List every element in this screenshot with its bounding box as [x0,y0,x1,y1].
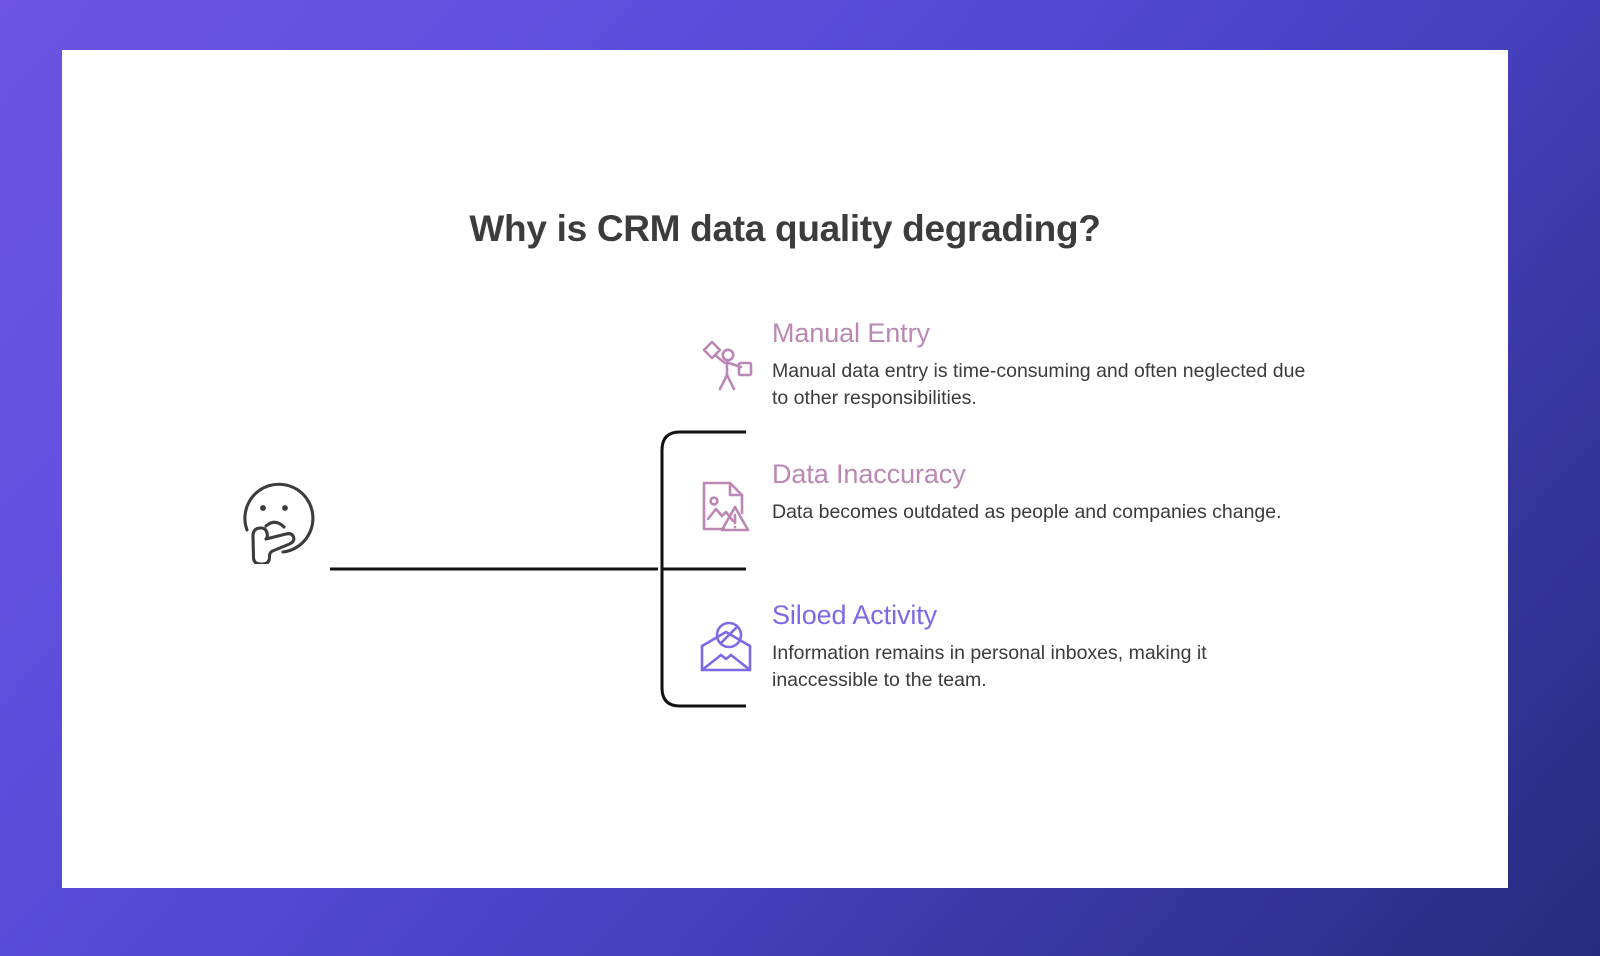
branch-description: Manual data entry is time-consuming and … [772,360,1306,409]
connector-lines [330,430,746,708]
blocked-envelope-icon [696,618,756,678]
branch-item: Manual Entry Manual data entry is time-c… [696,318,1396,411]
slide-card: Why is CRM data quality degrading? [62,50,1508,888]
page-title: Why is CRM data quality degrading? [469,208,1101,249]
mind-map-diagram: Manual Entry Manual data entry is time-c… [62,50,1508,888]
thinking-face-icon [243,482,315,566]
branch-item: Siloed Activity Information remains in p… [696,600,1396,693]
person-manual-entry-icon [696,336,756,396]
document-image-warning-icon [696,477,756,537]
root-node [227,468,323,566]
branch-description: Data becomes outdated as people and comp… [772,501,1282,524]
branch-text: Data Inaccuracy Data becomes outdated as… [772,459,1396,526]
branch-text: Siloed Activity Information remains in p… [772,600,1396,693]
branch-item: Data Inaccuracy Data becomes outdated as… [696,459,1396,537]
branch-description: Information remains in personal inboxes,… [772,642,1207,691]
branch-heading: Data Inaccuracy [772,459,966,489]
branch-heading: Manual Entry [772,318,930,348]
branch-heading: Siloed Activity [772,600,938,630]
branch-text: Manual Entry Manual data entry is time-c… [772,318,1396,411]
